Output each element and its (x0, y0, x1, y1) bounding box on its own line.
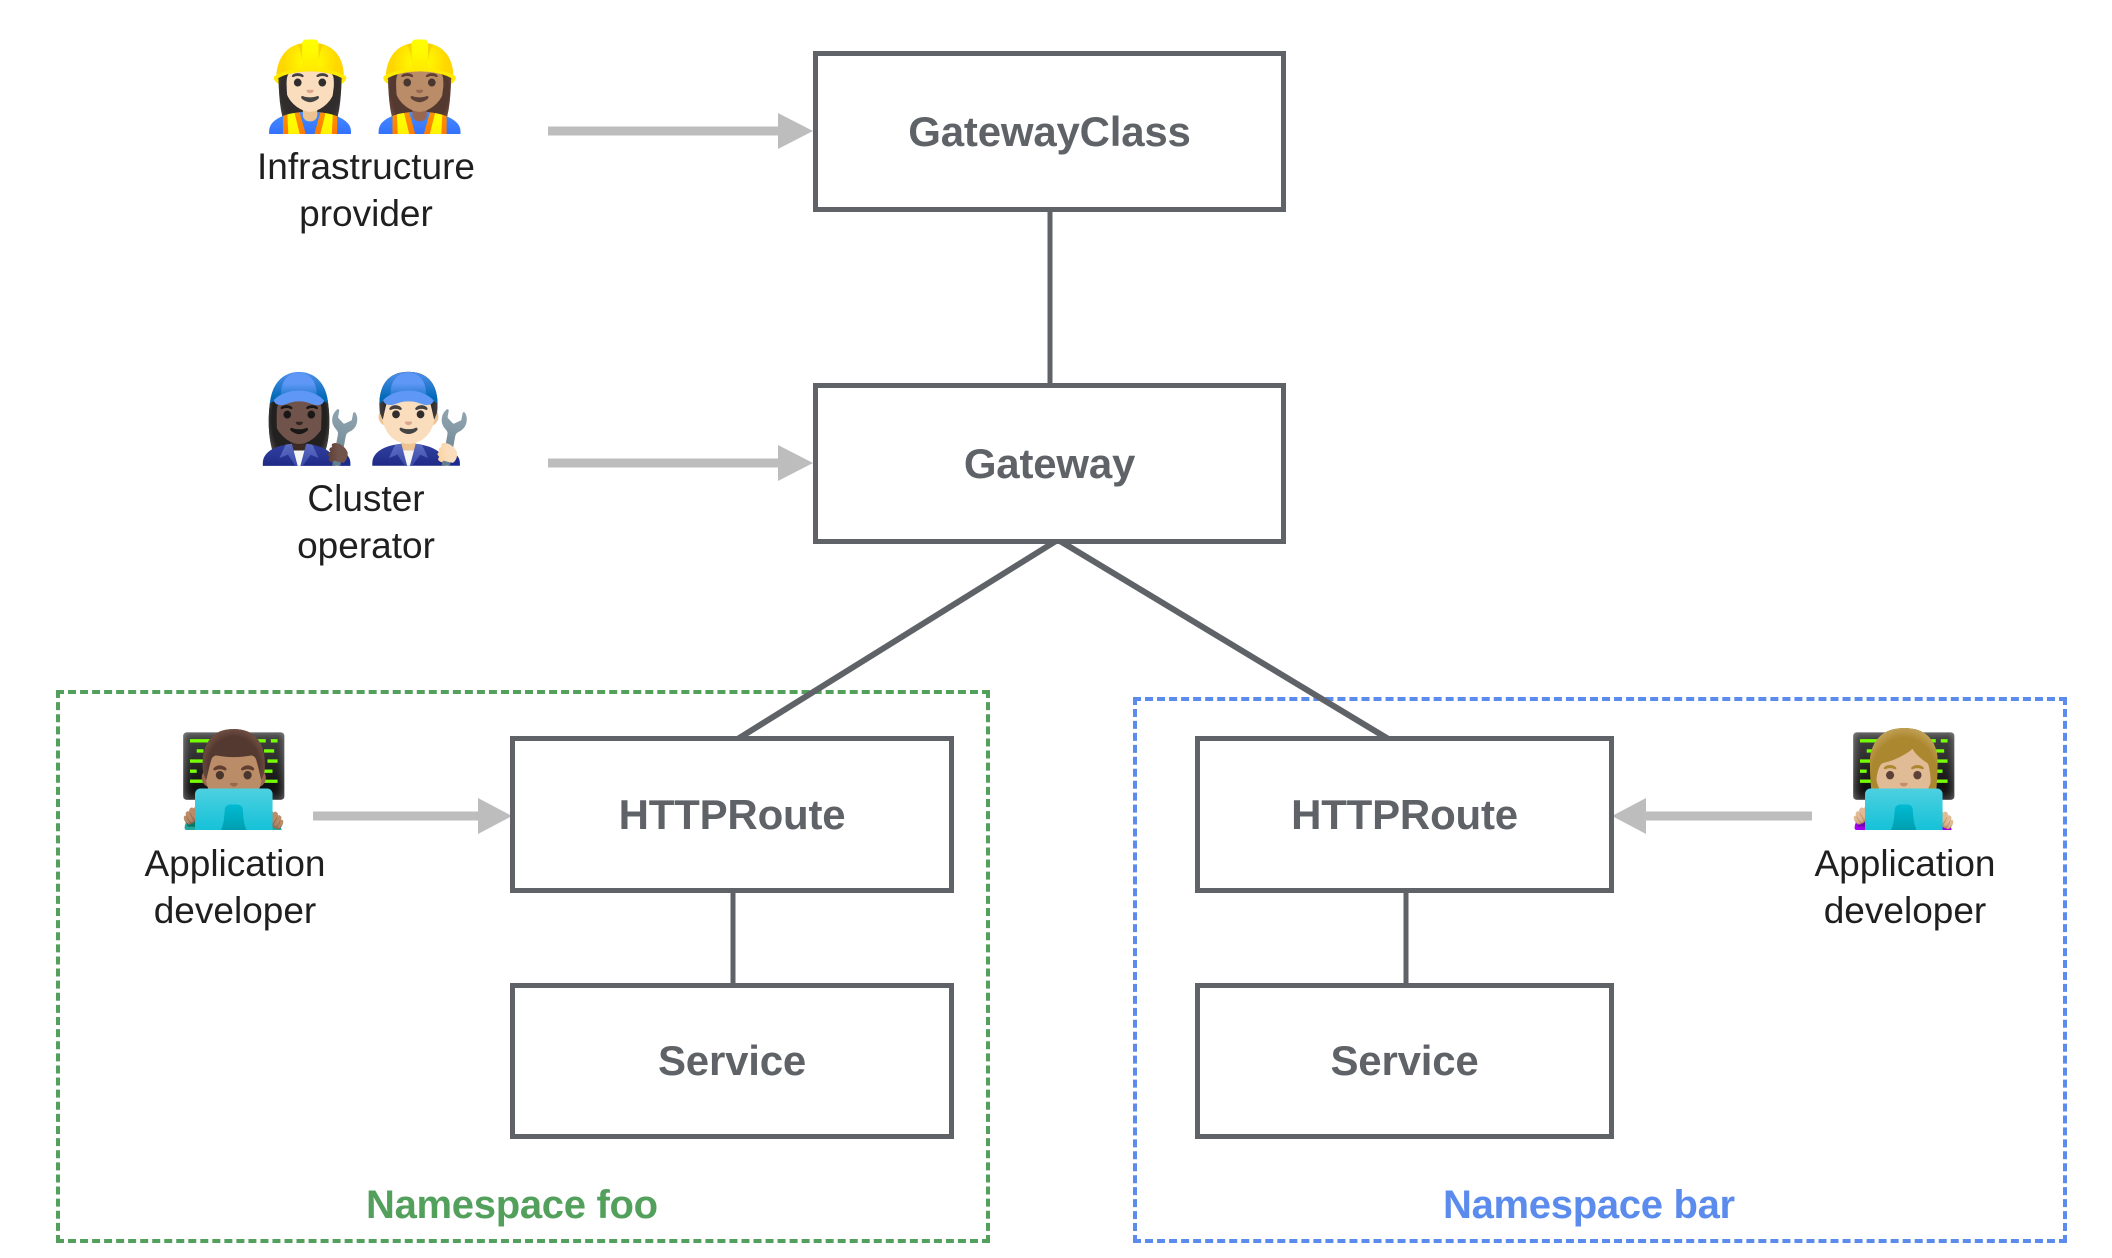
persona-application-developer-foo-label: Application developer (144, 842, 326, 932)
namespace-label-foo: Namespace foo (366, 1183, 658, 1227)
persona-arrow-application-developer-foo (313, 798, 512, 834)
persona-infrastructure-provider: 👷🏻‍♀️👷🏽‍♀️ Infrastructure provider (216, 38, 516, 238)
namespace-label-bar: Namespace bar (1443, 1183, 1735, 1227)
node-httproute-bar[interactable]: HTTPRoute (1195, 736, 1614, 893)
node-service-foo[interactable]: Service (510, 983, 954, 1139)
node-service-foo-label: Service (657, 1037, 807, 1084)
woman-construction-worker-icon: 👷🏻‍♀️👷🏽‍♀️ (256, 39, 476, 135)
persona-arrow-cluster-operator (548, 445, 813, 481)
namespace-container-foo (56, 690, 990, 1243)
node-service-bar[interactable]: Service (1195, 983, 1614, 1139)
namespace-container-bar (1133, 697, 2067, 1243)
node-httproute-foo-label: HTTPRoute (618, 790, 846, 838)
persona-application-developer-foo: 👨🏽‍💻 Application developer (100, 728, 370, 935)
node-gateway-label: Gateway (963, 439, 1136, 487)
persona-infrastructure-provider-label: Infrastructure provider (257, 145, 475, 235)
persona-arrow-application-developer-bar (1612, 798, 1812, 834)
node-gatewayclass[interactable]: GatewayClass (813, 51, 1286, 212)
persona-application-developer-bar: 👩🏼‍💻 Application developer (1770, 728, 2040, 935)
node-httproute-bar-label: HTTPRoute (1291, 790, 1518, 838)
edge-gateway-httproute-foo (734, 538, 1058, 743)
node-gatewayclass-label: GatewayClass (908, 107, 1191, 155)
persona-arrow-infrastructure-provider (548, 113, 813, 149)
node-service-bar-label: Service (1330, 1037, 1479, 1084)
persona-cluster-operator: 👩🏿‍🔧👨🏻‍🔧 Cluster operator (216, 370, 516, 570)
node-httproute-foo[interactable]: HTTPRoute (510, 736, 954, 893)
edge-gateway-httproute-bar (1058, 538, 1392, 743)
woman-technologist-icon: 👩🏼‍💻 (1846, 729, 1964, 831)
node-gateway[interactable]: Gateway (813, 383, 1286, 544)
persona-cluster-operator-label: Cluster operator (297, 477, 435, 567)
persona-application-developer-bar-label: Application developer (1814, 842, 1996, 932)
man-technologist-icon: 👨🏽‍💻 (176, 729, 294, 831)
mechanic-icon: 👩🏿‍🔧👨🏻‍🔧 (256, 371, 476, 467)
